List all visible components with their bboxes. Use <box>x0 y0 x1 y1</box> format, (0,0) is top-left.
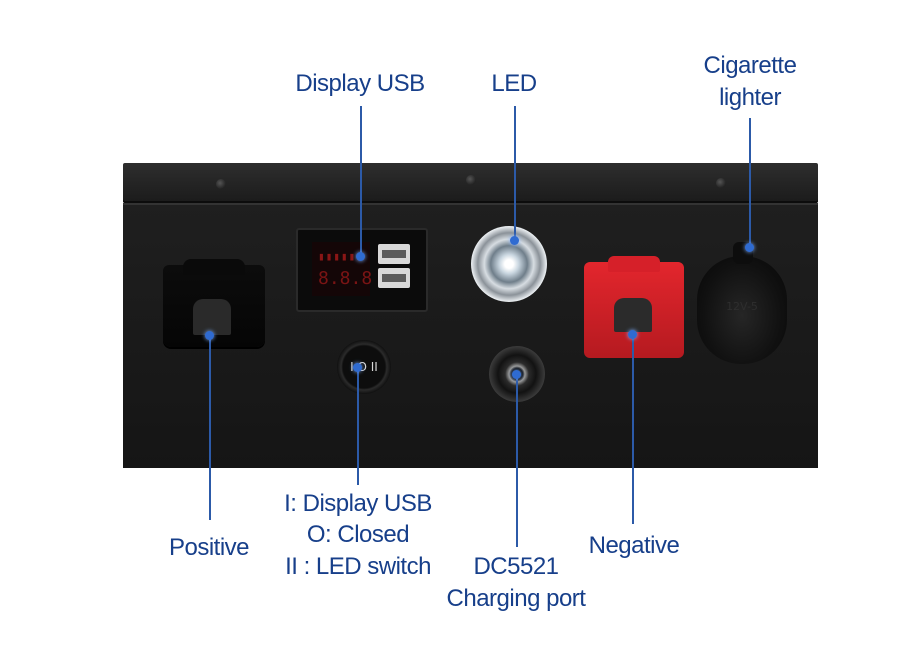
negative-terminal <box>584 256 684 358</box>
display-usb-panel: ▮▮▮▮▮▮ 8.8.8 <box>296 228 428 312</box>
label-switch-line2: O: Closed <box>306 521 410 548</box>
led-light <box>471 226 547 302</box>
leader-dot <box>510 236 519 245</box>
lid-screw <box>216 179 226 189</box>
label-led: LED <box>491 70 537 97</box>
leader-cigarette <box>749 118 751 246</box>
battery-level-bars: ▮▮▮▮▮▮ <box>318 250 364 263</box>
leader-dot <box>745 243 754 252</box>
label-switch-line3: II : LED switch <box>285 553 431 580</box>
label-negative: Negative <box>588 532 680 559</box>
lid-screw <box>716 178 726 188</box>
leader-dc5521 <box>516 374 518 547</box>
leader-dot <box>205 331 214 340</box>
label-dc5521-line2: Charging port <box>446 585 586 612</box>
leader-dot <box>356 252 365 261</box>
positive-terminal-bolt <box>193 299 231 335</box>
leader-led <box>514 106 516 238</box>
leader-switch <box>357 367 359 485</box>
leader-display-usb <box>360 106 362 256</box>
voltage-digits: 8.8.8 <box>318 268 373 289</box>
label-positive: Positive <box>168 534 250 561</box>
leader-dot <box>512 370 521 379</box>
leader-negative <box>632 334 634 524</box>
battery-box-lid <box>123 163 818 203</box>
negative-terminal-cap <box>608 256 660 272</box>
label-switch-line1: I: Display USB <box>284 490 432 517</box>
label-dc5521-line1: DC5521 <box>473 553 559 580</box>
cigarette-lighter-socket: 12V-5 <box>697 242 787 364</box>
socket-emboss: 12V-5 <box>726 300 758 313</box>
label-display-usb: Display USB <box>295 70 425 97</box>
rocker-switch: I O II <box>337 340 391 394</box>
leader-dot <box>353 363 362 372</box>
leader-dot <box>628 330 637 339</box>
usb-port-top <box>378 244 410 264</box>
negative-terminal-bolt <box>614 298 652 332</box>
usb-port-bottom <box>378 268 410 288</box>
leader-positive <box>209 335 211 520</box>
positive-terminal <box>163 259 265 347</box>
lid-screw <box>466 175 476 185</box>
label-cigarette-line1: Cigarette <box>703 52 797 79</box>
positive-terminal-cap <box>183 259 245 275</box>
label-cigarette-line2: lighter <box>719 84 781 111</box>
